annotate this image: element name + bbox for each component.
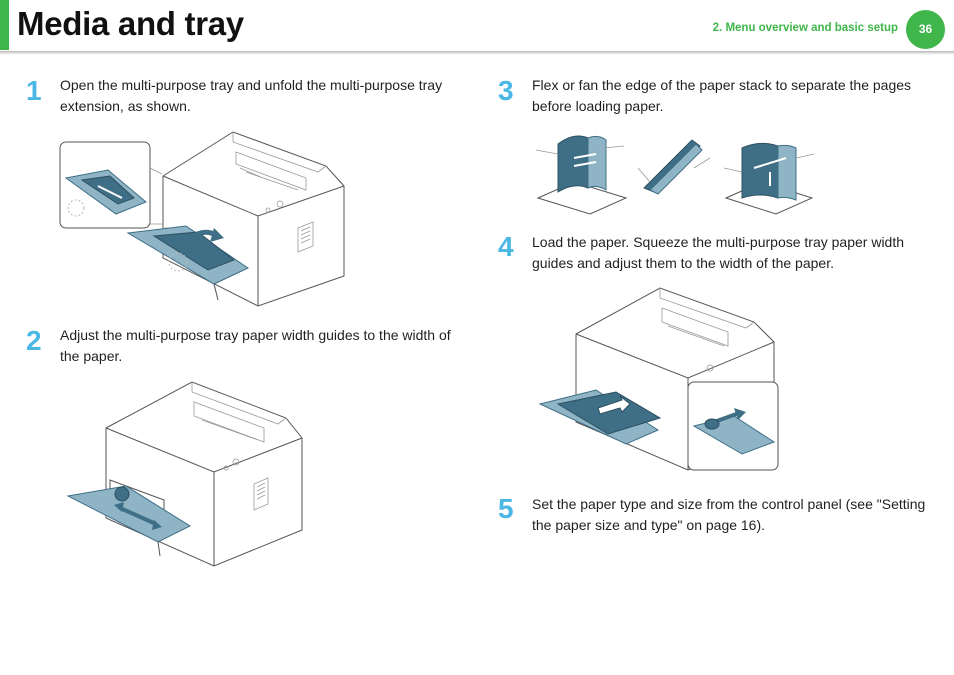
step-3-illustration — [535, 135, 815, 215]
step-3-text: Flex or fan the edge of the paper stack … — [532, 77, 912, 114]
step-5-number: 5 — [498, 493, 514, 524]
step-4-illustration — [538, 287, 779, 471]
step-5-text: Set the paper type and size from the con… — [532, 496, 926, 533]
step-2-number: 2 — [26, 325, 42, 356]
header-divider — [0, 51, 954, 55]
step-4-text: Load the paper. Squeeze the multi-purpos… — [532, 234, 905, 271]
chapter-breadcrumb[interactable]: 2. Menu overview and basic setup — [712, 22, 898, 34]
header-accent-bar — [0, 0, 9, 50]
step-4-number: 4 — [498, 231, 514, 262]
page-title: Media and tray — [17, 5, 244, 42]
page-number-badge: 36 — [906, 10, 945, 49]
step-1-illustration — [59, 131, 345, 307]
step-2-text: Adjust the multi-purpose tray paper widt… — [60, 327, 451, 364]
step-1-text: Open the multi-purpose tray and unfold t… — [60, 77, 443, 114]
step-3-number: 3 — [498, 75, 514, 106]
step-1-number: 1 — [26, 75, 42, 106]
step-2-illustration — [66, 381, 303, 567]
